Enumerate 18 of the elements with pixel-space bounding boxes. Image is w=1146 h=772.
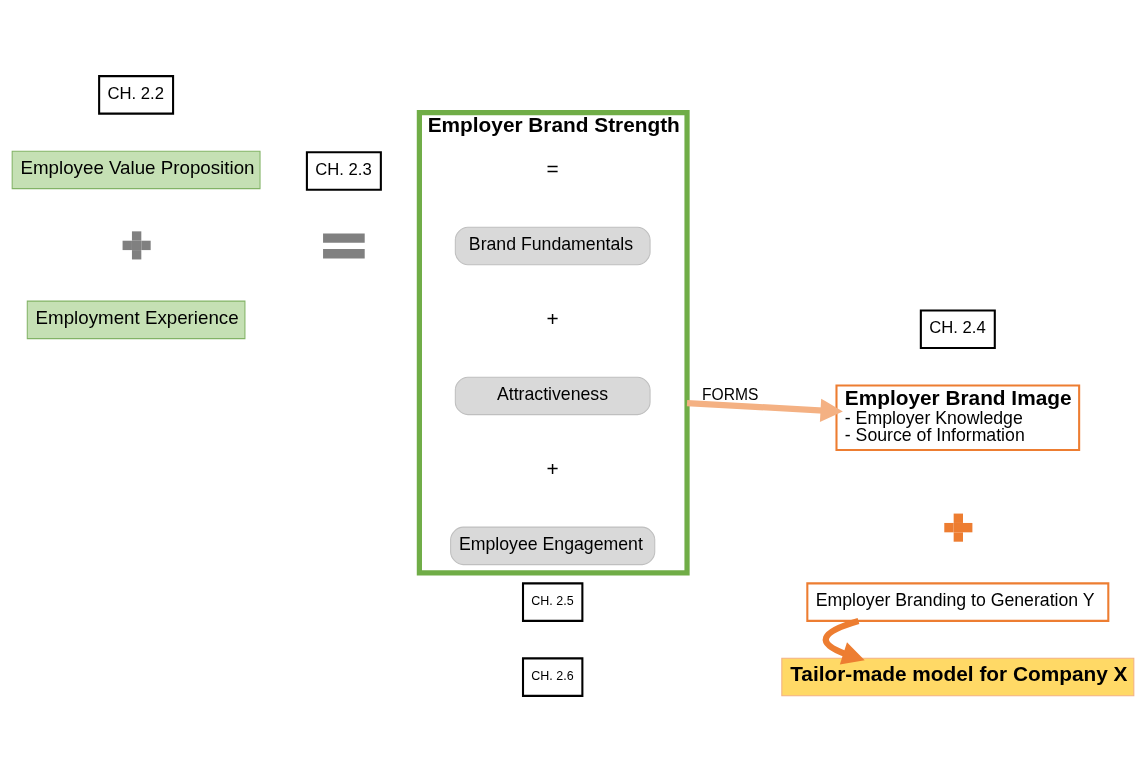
- node-box: CH. 2.2: [98, 75, 175, 115]
- node-box: CH. 2.5: [521, 582, 584, 622]
- label: +: [546, 307, 559, 331]
- node-box: CH. 2.6: [521, 657, 584, 697]
- node-box: CH. 2.4: [919, 309, 996, 350]
- arrow: [686, 398, 843, 423]
- node-box: Brand Fundamentals: [454, 226, 651, 266]
- label: +: [546, 457, 559, 481]
- node-box: Employer Branding to Generation Y: [806, 582, 1110, 622]
- node-box: Tailor-made model for Company X: [781, 657, 1135, 697]
- node-box: Employment Experience: [26, 300, 246, 340]
- edge-label: FORMS: [702, 386, 759, 404]
- node-box: Employee Engagement: [450, 526, 656, 566]
- node-box: Attractiveness: [454, 376, 651, 416]
- label: =: [546, 157, 559, 181]
- node-box: CH. 2.3: [305, 151, 382, 191]
- node-box: Employee Value Proposition: [11, 150, 261, 190]
- node-box: Employer Brand Image - Employer Knowledge - Source of Information: [835, 384, 1081, 452]
